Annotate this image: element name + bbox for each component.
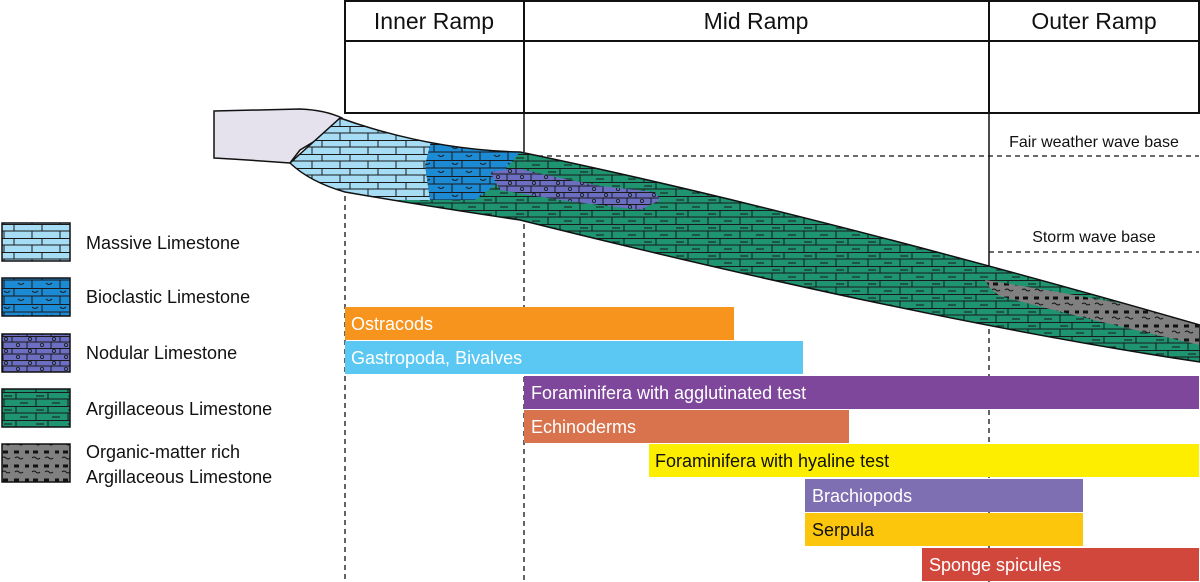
legend-label-organic-line1: Organic-matter rich (86, 442, 240, 462)
fossil-bar-serpula: Serpula (805, 513, 1083, 546)
fossil-bar-hyaline-foraminifera: Foraminifera with hyaline test (649, 444, 1199, 477)
fossil-bar-ostracods-fill (345, 307, 734, 340)
fossil-label-serpula: Serpula (812, 520, 875, 540)
lithology-legend: Massive Limestone Bioclastic Limestone N… (1, 222, 272, 487)
legend-label-argillaceous: Argillaceous Limestone (86, 399, 272, 419)
zone-label-inner-ramp: Inner Ramp (374, 8, 494, 34)
legend-item-nodular: Nodular Limestone (1, 333, 237, 373)
fossil-bar-gastropoda-bivalves: Gastropoda, Bivalves (345, 341, 803, 374)
legend-label-nodular: Nodular Limestone (86, 343, 237, 363)
fossil-bar-brachiopods: Brachiopods (805, 479, 1083, 512)
fossil-label-brachiopods: Brachiopods (812, 486, 912, 506)
fossil-bar-gastropoda-bivalves-fill (345, 341, 803, 374)
fossil-distribution-bars: Ostracods Gastropoda, Bivalves Foraminif… (345, 307, 1199, 581)
legend-swatch-massive (1, 222, 71, 262)
fossil-bar-sponge-spicules-fill (922, 548, 1199, 581)
fossil-bar-ostracods: Ostracods (345, 307, 734, 340)
wave-bases: Fair weather wave base Storm wave base (520, 134, 1199, 253)
organic-rich-argillaceous-lens (985, 280, 1200, 345)
coastal-plain-wedge (213, 108, 344, 164)
legend-item-massive: Massive Limestone (1, 222, 240, 262)
legend-swatch-organic (1, 443, 71, 483)
legend-item-organic: Organic-matter rich Argillaceous Limesto… (1, 442, 272, 487)
legend-item-argillaceous: Argillaceous Limestone (1, 388, 272, 428)
fossil-label-sponge-spicules: Sponge spicules (929, 555, 1061, 575)
fossil-label-agglutinated-foraminifera: Foraminifera with agglutinated test (531, 383, 806, 403)
legend-swatch-argillaceous (1, 388, 71, 428)
fossil-bar-echinoderms-fill (524, 410, 849, 443)
legend-label-massive: Massive Limestone (86, 233, 240, 253)
fossil-bar-sponge-spicules: Sponge spicules (922, 548, 1199, 581)
legend-label-bioclastic: Bioclastic Limestone (86, 287, 250, 307)
fossil-bar-brachiopods-fill (805, 479, 1083, 512)
legend-item-bioclastic: Bioclastic Limestone (1, 277, 250, 317)
nodular-limestone-lens (490, 168, 660, 210)
fossil-bar-serpula-fill (805, 513, 1083, 546)
ramp-body-outline (288, 117, 1200, 363)
storm-wave-base-label: Storm wave base (1032, 229, 1156, 246)
zone-label-mid-ramp: Mid Ramp (704, 8, 809, 34)
fair-weather-wave-base-label: Fair weather wave base (1009, 134, 1179, 151)
fossil-label-gastropoda-bivalves: Gastropoda, Bivalves (351, 348, 522, 368)
legend-swatch-bioclastic (1, 277, 71, 317)
fossil-bar-hyaline-foraminifera-fill (649, 444, 1199, 477)
fossil-label-hyaline-foraminifera: Foraminifera with hyaline test (655, 451, 889, 471)
zone-table-frame (344, 0, 1200, 114)
fossil-label-ostracods: Ostracods (351, 314, 433, 334)
fossil-bar-echinoderms: Echinoderms (524, 410, 849, 443)
zone-label-outer-ramp: Outer Ramp (1031, 8, 1156, 34)
fossil-bar-agglutinated-foraminifera: Foraminifera with agglutinated test (524, 376, 1199, 409)
legend-swatch-nodular (1, 333, 71, 373)
fossil-label-echinoderms: Echinoderms (531, 417, 636, 437)
legend-label-organic-line2: Argillaceous Limestone (86, 467, 272, 487)
zone-header-table: Inner Ramp Mid Ramp Outer Ramp (344, 0, 1200, 114)
fossil-bar-agglutinated-foraminifera-fill (524, 376, 1199, 409)
